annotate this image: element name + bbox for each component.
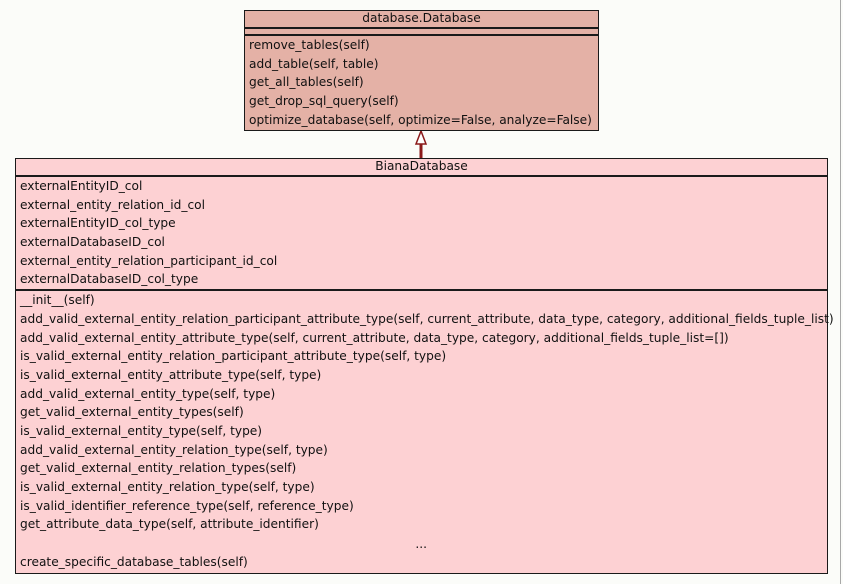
canvas-edge-rule [840,0,841,584]
attribute-row: external_entity_relation_participant_id_… [20,253,278,268]
method-row: is_valid_identifier_reference_type(self,… [20,498,354,513]
method-row: optimize_database(self, optimize=False, … [249,112,592,127]
method-row: add_valid_external_entity_relation_type(… [20,442,328,457]
method-row: add_valid_external_entity_attribute_type… [20,330,729,345]
method-row: __init__(self) [20,293,95,308]
methods-ellipsis: ... [415,537,427,552]
attribute-row: externalEntityID_col_type [20,216,176,231]
method-row: is_valid_external_entity_relation_partic… [20,349,447,364]
method-row: remove_tables(self) [249,38,370,52]
method-row: get_valid_external_entity_relation_types… [20,461,297,476]
method-row: get_attribute_data_type(self, attribute_… [20,517,319,532]
method-row: add_table(self, table) [249,56,379,71]
attribute-row: external_entity_relation_id_col [20,197,206,212]
method-row: get_drop_sql_query(self) [249,94,399,109]
inheritance-arrow-head [414,128,428,145]
attribute-row: externalDatabaseID_col [20,235,165,250]
method-row: get_all_tables(self) [249,75,364,90]
methods-section: __init__(self) add_valid_external_entity_… [16,291,834,571]
class-database-database[interactable]: database.Database remove_tables(self)add… [244,10,599,131]
method-row: add_valid_external_entity_type(self, typ… [20,386,276,401]
method-row: is_valid_external_entity_relation_type(s… [20,480,315,494]
method-row: create_specific_database_tables(self) [20,554,248,569]
method-row: is_valid_external_entity_attribute_type(… [20,367,322,382]
class-name: BianaDatabase [16,159,827,177]
method-row: add_valid_external_entity_relation_parti… [20,311,834,326]
attribute-row: externalEntityID_col [20,179,143,193]
methods-section: remove_tables(self) add_table(self, table… [245,36,598,129]
class-name: database.Database [245,11,598,29]
attribute-row: externalDatabaseID_col_type [20,272,199,287]
method-row: get_valid_external_entity_types(self) [20,405,244,420]
method-row: is_valid_external_entity_type(self, type… [20,423,263,438]
attributes-section [245,29,598,36]
attributes-section: externalEntityID_col external_entity_rela… [16,177,827,292]
